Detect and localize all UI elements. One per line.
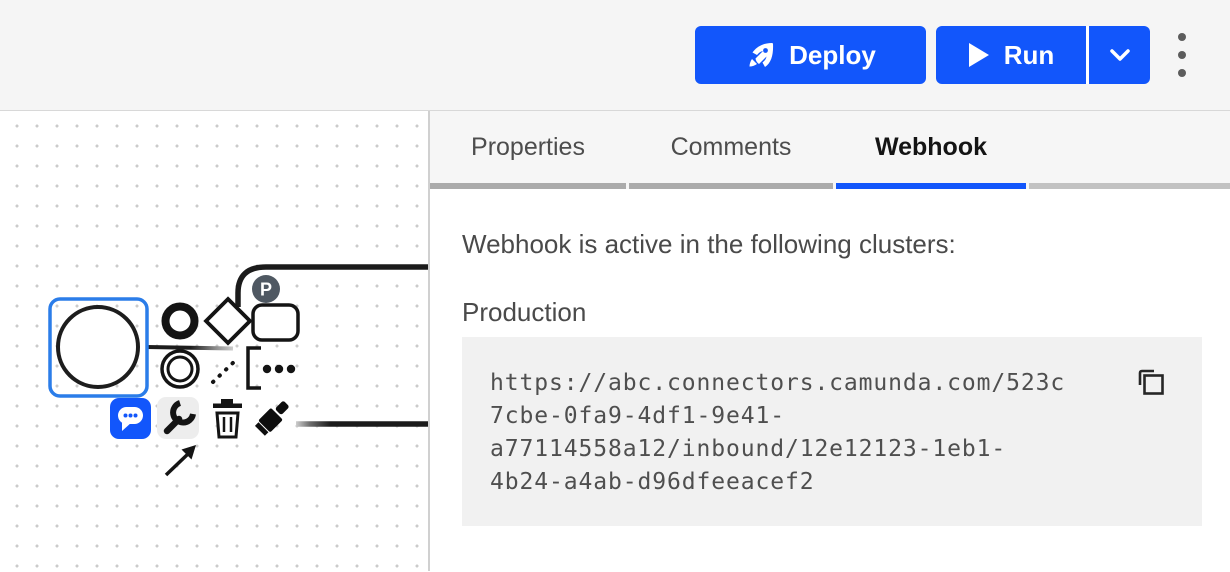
collaborator-badge: P bbox=[252, 275, 280, 303]
tab-properties[interactable]: Properties bbox=[430, 111, 626, 189]
change-element-icon[interactable] bbox=[157, 397, 199, 439]
more-options-icon[interactable] bbox=[262, 364, 296, 374]
append-end-event-icon[interactable] bbox=[161, 302, 199, 340]
tabbar-filler bbox=[1029, 111, 1230, 189]
start-event[interactable] bbox=[56, 305, 140, 389]
cluster-name: Production bbox=[462, 297, 587, 327]
bpmn-canvas[interactable]: P bbox=[0, 111, 428, 571]
properties-panel: Properties Comments Webhook Webhook is a… bbox=[428, 111, 1230, 571]
append-task-icon[interactable] bbox=[251, 303, 300, 342]
append-gateway-icon[interactable] bbox=[203, 296, 253, 346]
append-text-annotation-icon[interactable] bbox=[211, 346, 261, 390]
play-icon bbox=[968, 43, 989, 67]
kebab-menu-icon[interactable] bbox=[1174, 33, 1190, 77]
run-options-button[interactable] bbox=[1089, 26, 1150, 84]
deploy-button-label: Deploy bbox=[789, 39, 876, 70]
main-area: P bbox=[0, 111, 1230, 571]
copy-icon bbox=[1138, 369, 1164, 395]
delete-icon[interactable] bbox=[213, 399, 242, 439]
connect-icon[interactable] bbox=[164, 445, 196, 477]
webhook-url-line: a77114558a12/inbound/12e12123-1eb1- bbox=[490, 436, 1007, 462]
tab-comments[interactable]: Comments bbox=[629, 111, 833, 189]
webhook-intro-text: Webhook is active in the following clust… bbox=[462, 229, 956, 259]
tab-webhook[interactable]: Webhook bbox=[836, 111, 1026, 189]
chevron-down-icon bbox=[1109, 49, 1130, 61]
run-split-button: Run bbox=[936, 26, 1150, 84]
webhook-url-line: 4b24-a4ab-d96dfeeacef2 bbox=[490, 469, 815, 495]
webhook-url-line: 7cbe-0fa9-4df1-9e41- bbox=[490, 403, 785, 429]
run-button[interactable]: Run bbox=[936, 26, 1086, 84]
webhook-url-line: https://abc.connectors.camunda.com/523c bbox=[490, 370, 1066, 396]
run-button-label: Run bbox=[1003, 39, 1055, 70]
append-intermediate-event-icon[interactable] bbox=[160, 349, 200, 389]
selection-outline bbox=[48, 297, 149, 398]
tab-webhook-label: Webhook bbox=[874, 132, 988, 161]
toolbar: Deploy Run bbox=[0, 0, 1230, 111]
comment-icon[interactable] bbox=[110, 398, 151, 439]
svg-text:P: P bbox=[260, 280, 272, 300]
split-divider bbox=[1086, 26, 1089, 84]
tab-properties-label: Properties bbox=[471, 132, 585, 161]
webhook-tab-content: Webhook is active in the following clust… bbox=[430, 189, 1230, 526]
appearance-icon[interactable] bbox=[254, 398, 293, 437]
subprocess-shape[interactable] bbox=[235, 264, 428, 427]
rocket-icon bbox=[749, 43, 774, 67]
panel-tabbar: Properties Comments Webhook bbox=[430, 111, 1230, 189]
tab-comments-label: Comments bbox=[670, 132, 792, 161]
sequence-flow[interactable] bbox=[146, 345, 234, 351]
deploy-button[interactable]: Deploy bbox=[695, 26, 926, 84]
copy-url-button[interactable] bbox=[1132, 363, 1168, 399]
webhook-url-box: https://abc.connectors.camunda.com/523c … bbox=[462, 337, 1202, 526]
